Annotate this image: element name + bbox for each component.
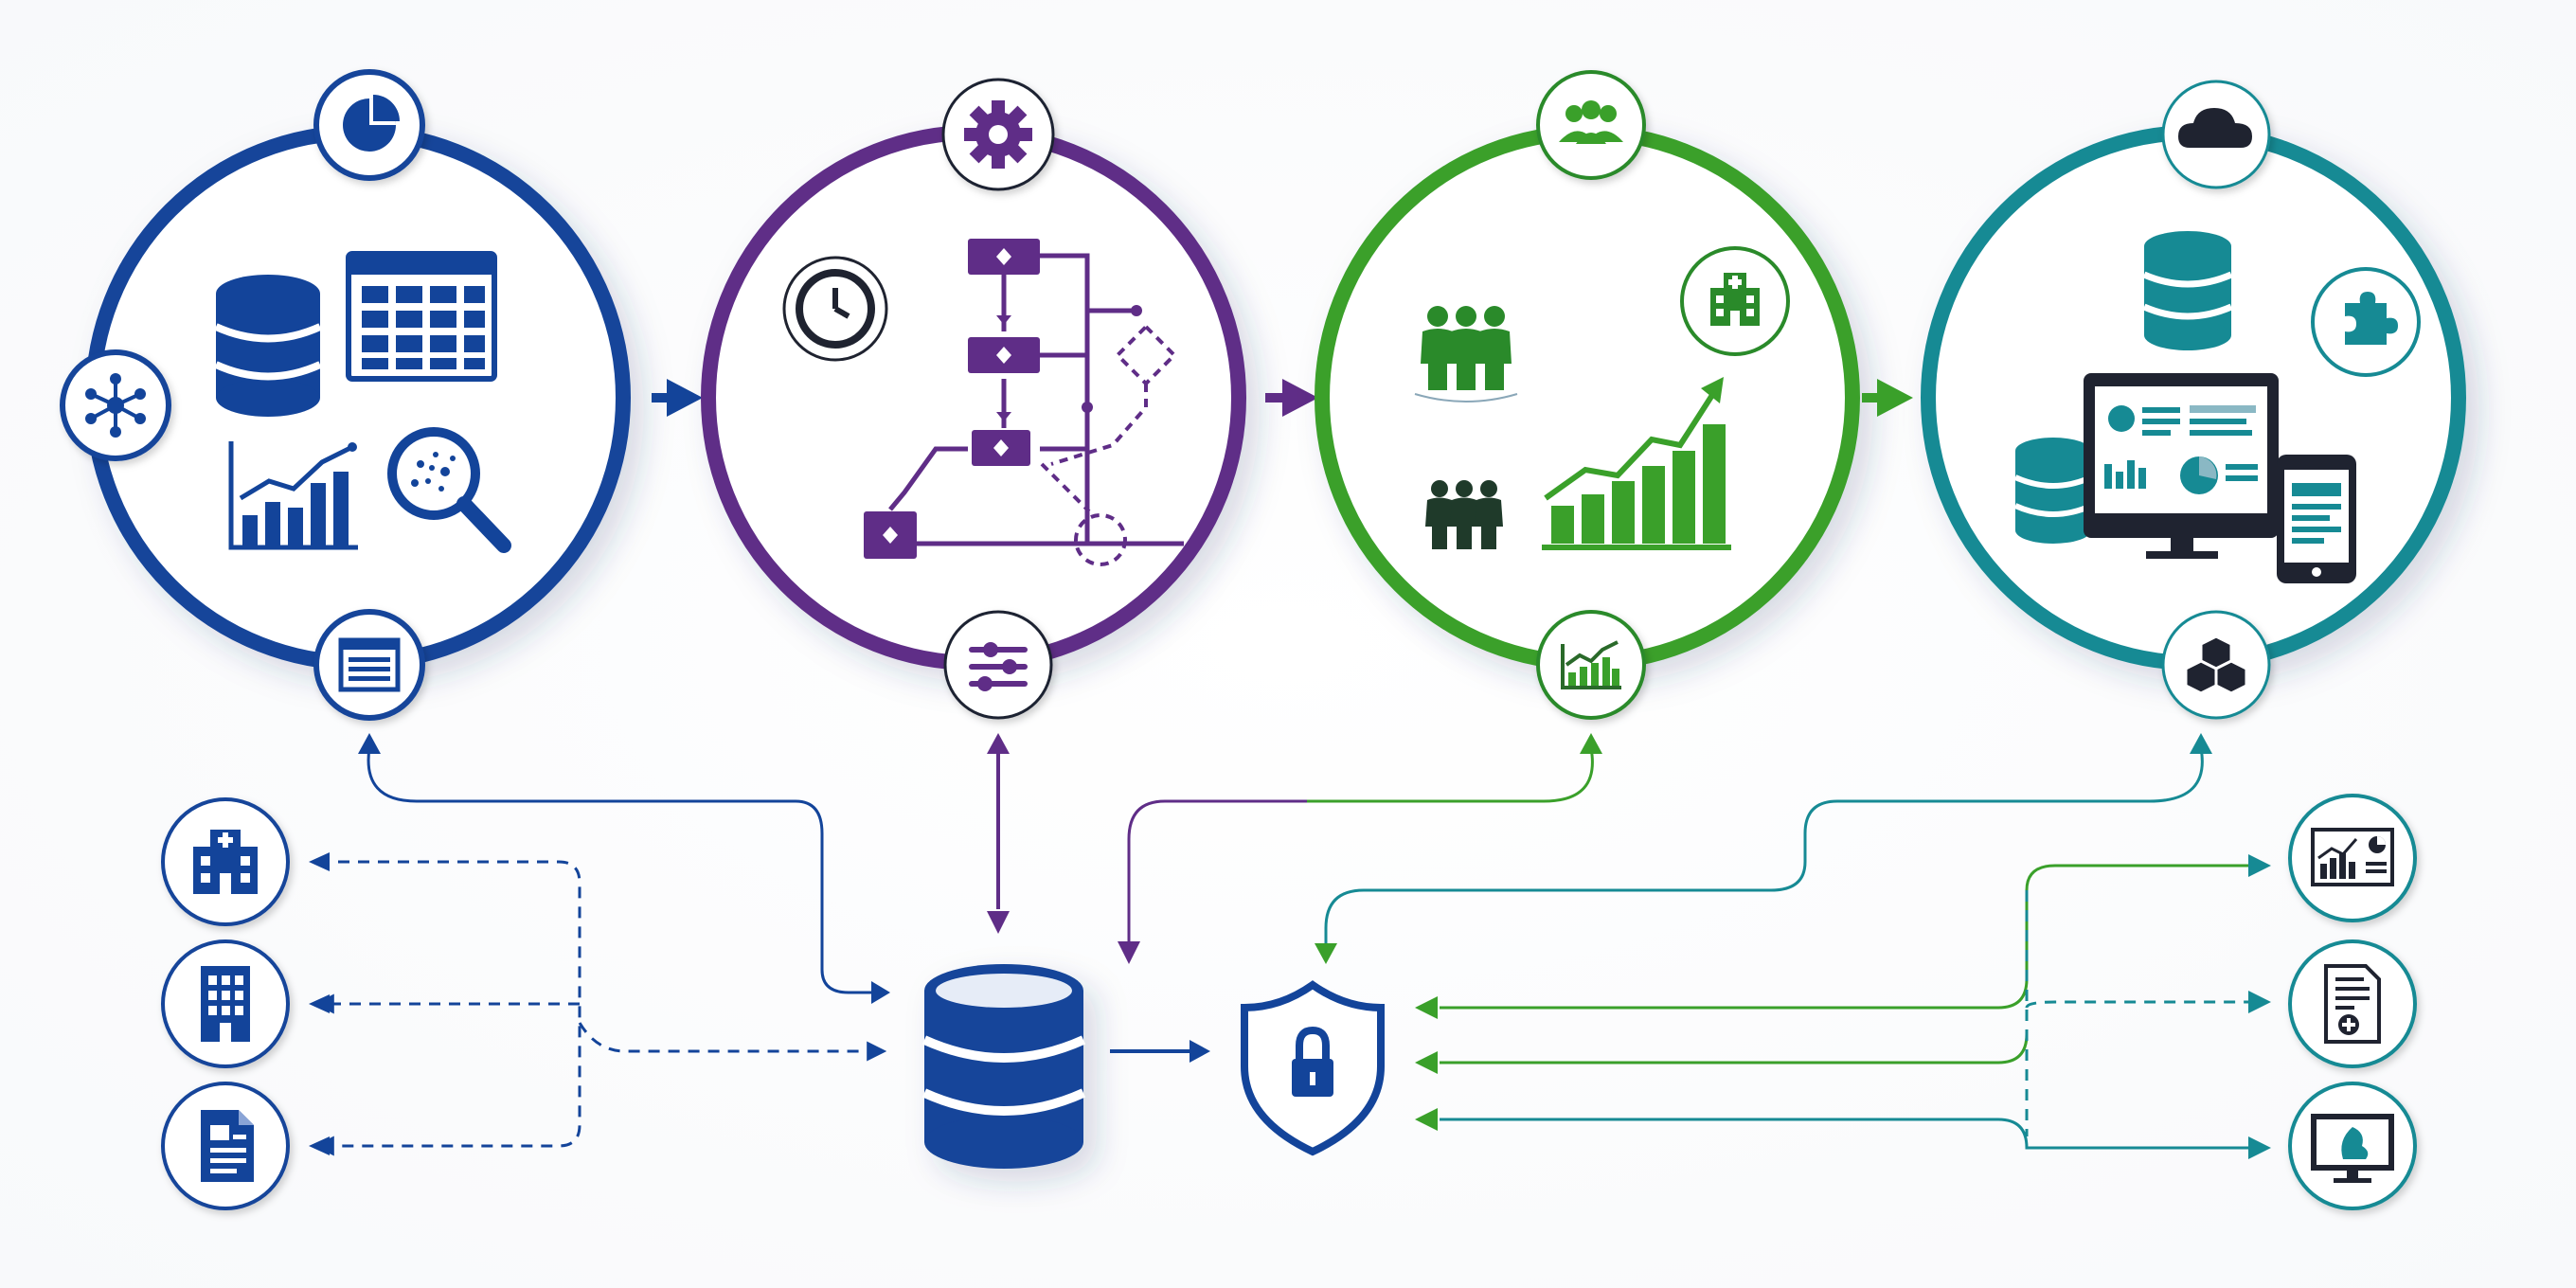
bar-chart-trend-icon <box>228 441 358 550</box>
database-icon <box>2142 231 2233 350</box>
stage-processing <box>701 78 1246 720</box>
cloud-icon <box>2161 80 2271 189</box>
stage-stakeholders <box>1315 70 1860 720</box>
monitor-dashboard-icon <box>2288 1082 2417 1210</box>
hospital-icon <box>161 797 290 926</box>
document-icon <box>161 1082 290 1210</box>
source-connector-heads <box>309 852 330 1155</box>
stage-ring-green <box>1315 125 1860 671</box>
office-building-icon <box>161 939 290 1068</box>
puzzle-icon <box>2311 267 2421 377</box>
hospital-icon <box>1680 246 1790 356</box>
clock-icon <box>782 256 888 362</box>
spreadsheet-grid-icon <box>346 251 497 382</box>
network-hub-icon <box>60 349 171 461</box>
source-connectors <box>313 860 887 1156</box>
hub-connectors <box>358 733 2212 1004</box>
gear-icon <box>941 78 1055 191</box>
line-chart-icon <box>1536 610 1646 720</box>
database-icon <box>2013 438 2093 544</box>
database-icon <box>214 275 322 417</box>
db-to-security-arrow <box>1110 1040 1210 1063</box>
sliders-icon <box>943 610 1053 720</box>
stage-connector-arrow <box>652 379 703 417</box>
people-group-icon <box>1425 480 1503 549</box>
stage-connector-arrow <box>1265 379 1318 417</box>
flowchart-icon <box>864 239 1184 566</box>
medical-document-icon <box>2288 939 2417 1068</box>
growth-bar-chart-icon <box>1542 377 1731 550</box>
magnifier-analysis-icon <box>387 427 511 553</box>
central-database-icon <box>921 964 1086 1169</box>
people-group-icon <box>1414 306 1518 402</box>
output-nodes <box>2288 794 2417 1210</box>
stage-ring-blue <box>85 125 631 671</box>
cubes-icon <box>2161 610 2271 720</box>
output-connector-heads <box>1415 854 2271 1159</box>
pie-chart-icon <box>313 69 425 181</box>
tablet-icon <box>2277 455 2356 583</box>
output-connectors <box>1440 864 2254 1150</box>
security-shield-lock-icon <box>1241 980 1385 1156</box>
form-list-icon <box>313 609 425 721</box>
source-nodes <box>161 797 290 1210</box>
stage-connector-arrow <box>1862 379 1913 417</box>
monitor-dashboard-icon <box>2084 373 2279 559</box>
stage-data-collection <box>60 69 631 721</box>
stage-ring-purple <box>701 125 1246 671</box>
report-chart-icon <box>2288 794 2417 922</box>
people-group-icon <box>1536 70 1646 180</box>
stage-delivery <box>1921 80 2466 720</box>
